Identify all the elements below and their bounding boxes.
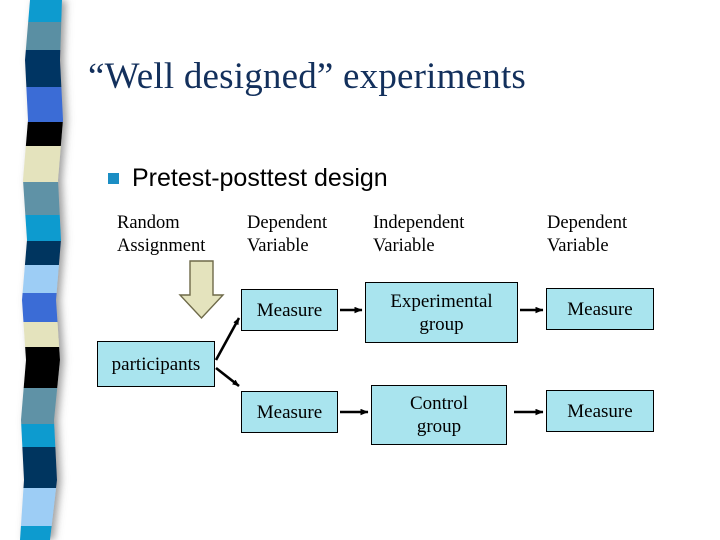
node-measure-post-experimental[interactable]: Measure: [546, 288, 654, 330]
node-control-group[interactable]: Control group: [371, 385, 507, 445]
connector-participants-to-measure-pre-experimental: [214, 317, 241, 361]
stripe-band-8: [20, 241, 63, 265]
stripe-band-14: [20, 424, 63, 447]
decorative-side-stripe: [0, 0, 80, 540]
column-header-dependent-variable-pre: Dependent Variable: [247, 213, 328, 256]
stripe-band-7: [20, 215, 63, 241]
column-header-independent-variable: Independent Variable: [373, 213, 465, 256]
stripe-band-9: [20, 265, 63, 293]
stripe-band-5: [20, 146, 63, 182]
node-participants[interactable]: participants: [97, 341, 215, 387]
node-experimental-group[interactable]: Experimental group: [365, 282, 518, 343]
page-title: “Well designed” experiments: [88, 56, 527, 97]
bullet-item-pretest-posttest: Pretest-posttest design: [108, 164, 388, 192]
bullet-item-label: Pretest-posttest design: [132, 164, 388, 192]
node-measure-pre-control[interactable]: Measure: [241, 391, 338, 433]
node-measure-post-control[interactable]: Measure: [546, 390, 654, 432]
random-assignment-down-arrow: [178, 260, 225, 320]
node-measure-pre-experimental[interactable]: Measure: [241, 289, 338, 331]
stripe-band-12: [20, 347, 63, 388]
stripe-band-0: [20, 0, 63, 22]
stripe-band-2: [20, 50, 63, 87]
column-header-random-assignment: Random Assignment: [117, 213, 206, 256]
stripe-band-11: [20, 322, 63, 347]
stripe-band-10: [20, 293, 63, 322]
square-bullet-icon: [108, 172, 119, 184]
column-header-dependent-variable-post: Dependent Variable: [547, 213, 628, 256]
stripe-svg: [20, 0, 63, 540]
stripe-band-6: [20, 182, 63, 215]
connector-participants-to-measure-pre-control: [215, 366, 240, 388]
